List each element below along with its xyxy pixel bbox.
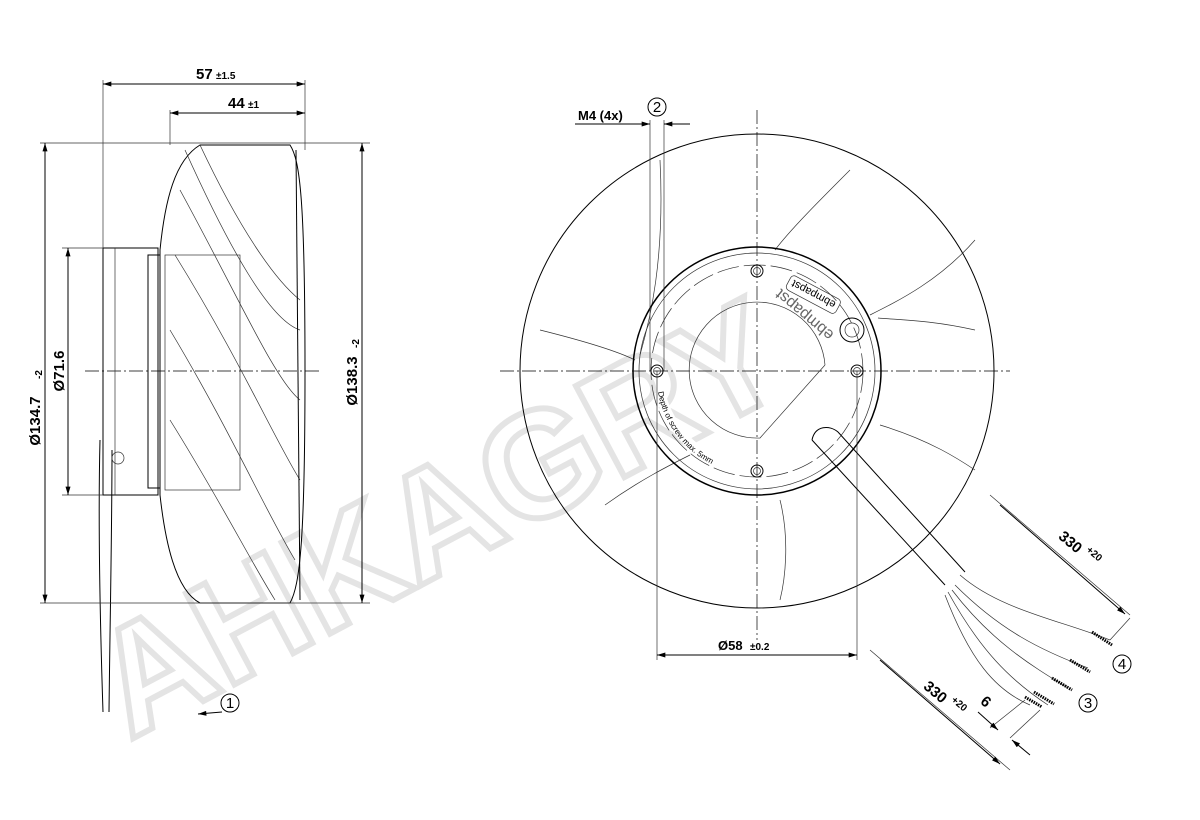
dim-dia-outer-left-tol: -2 — [34, 370, 45, 379]
dim-lead-length-b-tol: +20 — [949, 695, 969, 715]
thread-spec: M4 (4x) — [578, 108, 623, 123]
callout-2: 2 — [653, 99, 661, 116]
dim-dia-outer-left: Ø134.7 — [27, 396, 44, 445]
watermark: AHKAGRY — [66, 267, 810, 769]
side-view: 57 ±1.5 44 ±1 Ø134.7 -2 Ø71.6 Ø138.3 -2 … — [27, 66, 370, 716]
callout-1: 1 — [226, 695, 234, 712]
dim-width-impeller-tol: ±1 — [248, 100, 259, 111]
callout-4: 4 — [1118, 656, 1126, 673]
dim-dia-outer-right: Ø138.3 — [344, 356, 361, 405]
dim-width-total: 57 — [196, 66, 213, 83]
dim-lead-length-a-tol: +20 — [1084, 545, 1104, 565]
dim-lead-length-b: 330 — [920, 678, 950, 707]
callout-3: 3 — [1084, 695, 1092, 712]
dim-dia-flange: Ø71.6 — [51, 351, 68, 392]
dim-width-impeller: 44 — [228, 95, 245, 112]
dim-hole-circle: Ø58 — [718, 638, 743, 653]
dim-dia-outer-right-tol: -2 — [351, 339, 362, 348]
dim-width-total-tol: ±1.5 — [216, 71, 236, 82]
dim-lead-length-a: 330 — [1055, 528, 1085, 557]
dim-strip-length: 6 — [977, 693, 994, 711]
dim-hole-circle-tol: ±0.2 — [750, 642, 770, 653]
